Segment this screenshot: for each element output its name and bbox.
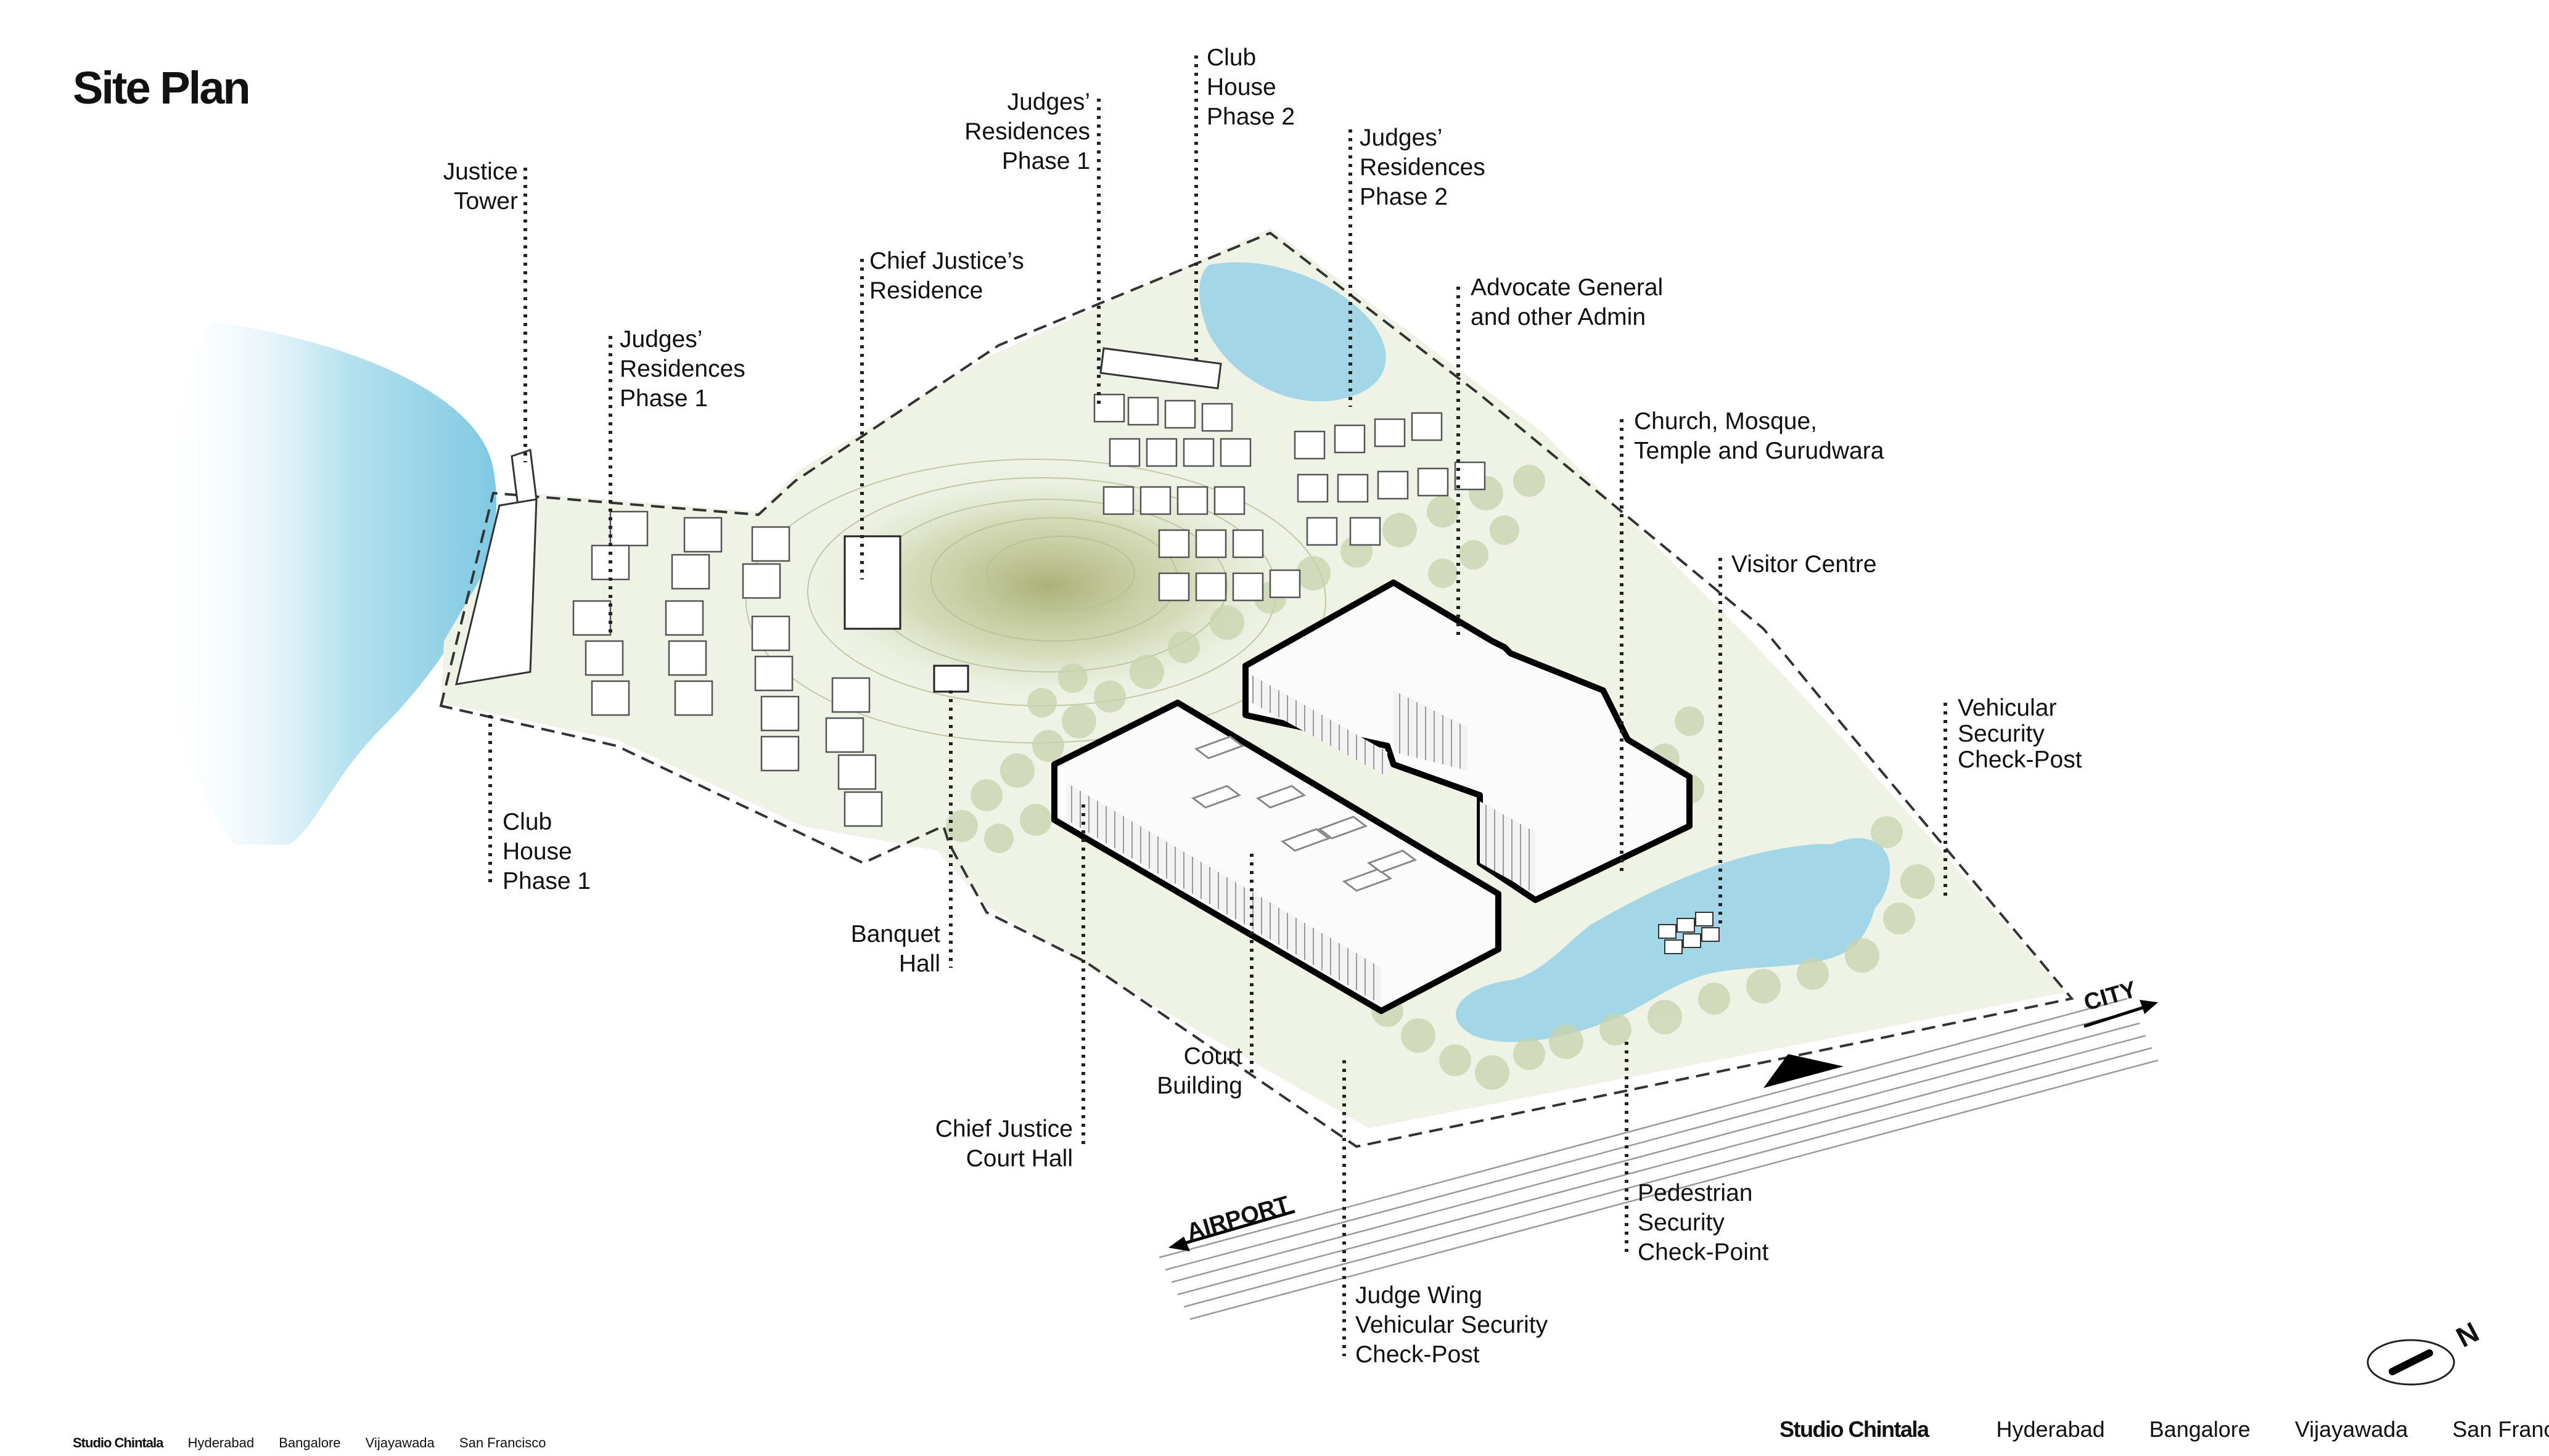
label-judges-residences-north-p2: Judges’ Residences Phase 2 — [1360, 125, 1485, 210]
north-pond — [1199, 262, 1386, 402]
airport-arrow — [1177, 1209, 1295, 1247]
footer-large-city-2: Bangalore — [2149, 1417, 2251, 1442]
city-arrow — [2083, 1003, 2153, 1028]
label-judge-wing-security: Judge Wing Vehicular Security Check-Post — [1355, 1282, 1548, 1368]
footer-large: Studio Chintala Hyderabad Bangalore Vija… — [1779, 1417, 2549, 1442]
label-visitor-centre: Visitor Centre — [1731, 551, 1877, 578]
label-judges-residences-west: Judges’ Residences Phase 1 — [620, 326, 745, 412]
label-club-house-p2: Club House Phase 2 — [1207, 44, 1295, 130]
visitor-centre-building — [1658, 912, 1720, 954]
airport-arrowhead — [1168, 1237, 1190, 1251]
banquet-hall-building — [933, 665, 969, 693]
footer-small-city-2: Bangalore — [279, 1435, 341, 1450]
club-house-phase2-building — [1099, 347, 1222, 390]
footer-large-city-3: Vijayawada — [2294, 1417, 2408, 1442]
label-advocate-general: Advocate General and other Admin — [1471, 274, 1664, 330]
direction-arrow — [1763, 1054, 1844, 1088]
north-residences — [1093, 393, 1486, 602]
page-title: Site Plan — [73, 62, 251, 113]
footer-large-brand: Studio Chintala — [1779, 1417, 1929, 1442]
admin-court-massing — [1242, 579, 1693, 903]
west-residences — [572, 510, 883, 827]
city-arrowhead — [2140, 1000, 2158, 1014]
footer-small-brand: Studio Chintala — [73, 1435, 163, 1450]
footer-large-city-4: San Francisco — [2452, 1417, 2549, 1442]
label-justice-tower: Justice Tower — [443, 158, 518, 215]
label-court-building: Court Building — [1157, 1043, 1242, 1099]
highway — [1159, 997, 2159, 1320]
court-building-massing — [1051, 700, 1501, 1014]
compass-ring — [2366, 1339, 2455, 1386]
label-pedestrian-security: Pedestrian Security Check-Point — [1638, 1180, 1769, 1266]
label-chief-justice-residence: Chief Justice’s Residence — [869, 248, 1024, 304]
justice-tower-block — [455, 448, 538, 685]
trees — [946, 465, 1935, 1090]
label-chief-justice-court-hall: Chief Justice Court Hall — [935, 1116, 1073, 1172]
label-church-mosque: Church, Mosque, Temple and Gurudwara — [1634, 408, 1884, 464]
chief-justice-residence-building — [844, 535, 901, 630]
west-lake — [161, 321, 497, 845]
footer-small-city-4: San Francisco — [459, 1435, 546, 1450]
compass-needle — [2389, 1349, 2433, 1375]
footer-small-city-1: Hyderabad — [187, 1435, 255, 1450]
leader-lines — [488, 55, 1947, 1356]
central-pond-2 — [1825, 838, 1890, 917]
label-banquet-hall: Banquet Hall — [850, 921, 940, 977]
site-boundary — [439, 231, 2074, 1148]
label-judges-residences-north-p1: Judges’ Residences Phase 1 — [964, 89, 1090, 174]
footer-small-city-3: Vijayawada — [365, 1435, 435, 1450]
footer-small: Studio Chintala Hyderabad Bangalore Vija… — [73, 1435, 567, 1451]
label-vehicular-security: Vehicular Security Check-Post — [1958, 695, 2082, 773]
footer-large-city-1: Hyderabad — [1996, 1417, 2105, 1442]
label-club-house-p1: Club House Phase 1 — [503, 809, 591, 894]
